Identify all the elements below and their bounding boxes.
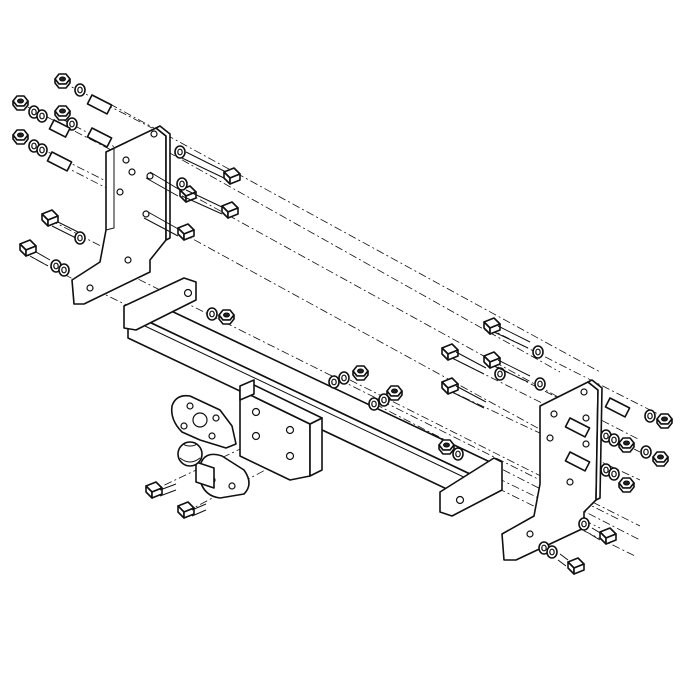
right-hardware bbox=[441, 317, 673, 575]
washer bbox=[644, 409, 656, 423]
bolt bbox=[181, 189, 239, 219]
nut bbox=[656, 413, 673, 429]
washer bbox=[74, 83, 86, 97]
bolt bbox=[441, 343, 506, 381]
nut bbox=[438, 439, 455, 455]
nut bbox=[12, 129, 29, 145]
bolt bbox=[143, 211, 195, 241]
washer bbox=[36, 109, 48, 123]
left-hardware bbox=[12, 73, 241, 325]
spacer-sleeve bbox=[564, 451, 591, 472]
washer bbox=[608, 433, 620, 447]
washer bbox=[338, 371, 350, 385]
washer bbox=[328, 375, 340, 389]
spacer-sleeve bbox=[48, 119, 71, 138]
washer bbox=[452, 447, 464, 461]
bolt bbox=[578, 517, 617, 545]
bolt bbox=[174, 145, 241, 185]
tow-ball-neck bbox=[177, 441, 250, 499]
nut bbox=[218, 309, 235, 325]
washer bbox=[206, 307, 218, 321]
center-hardware bbox=[145, 365, 464, 519]
bolt bbox=[145, 171, 197, 203]
nut bbox=[54, 73, 71, 89]
nut bbox=[618, 437, 635, 453]
washer bbox=[368, 397, 380, 411]
nut bbox=[12, 95, 29, 111]
spacer-sleeve bbox=[564, 417, 591, 438]
spacer-sleeve bbox=[86, 127, 113, 148]
spacer-sleeve bbox=[46, 151, 73, 172]
nut bbox=[352, 365, 369, 381]
bolt bbox=[41, 209, 86, 245]
washer bbox=[640, 445, 652, 459]
bolt bbox=[483, 317, 544, 359]
nut bbox=[652, 451, 669, 467]
socket-plate bbox=[170, 394, 237, 449]
bolt bbox=[19, 239, 70, 277]
nut bbox=[386, 385, 403, 401]
bolt bbox=[441, 377, 487, 409]
bolt bbox=[538, 541, 585, 575]
bolt bbox=[483, 351, 546, 391]
center-mount-plate bbox=[239, 379, 323, 481]
left-mounting-bracket bbox=[71, 125, 171, 305]
nut bbox=[54, 105, 71, 121]
spacer-sleeve bbox=[604, 397, 631, 418]
bolt bbox=[177, 501, 207, 519]
right-mounting-bracket bbox=[501, 379, 603, 561]
nut bbox=[618, 477, 635, 493]
washer bbox=[608, 467, 620, 481]
bolt bbox=[145, 481, 177, 499]
spacer-sleeve bbox=[86, 94, 113, 115]
washer bbox=[36, 143, 48, 157]
